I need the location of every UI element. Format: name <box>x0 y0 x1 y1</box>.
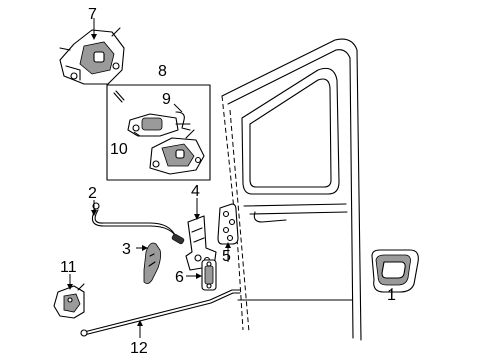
lock-actuator-kit-box <box>106 84 211 181</box>
lock-cable <box>91 202 185 245</box>
door-striker <box>201 259 217 291</box>
callout-4: 4 <box>191 183 200 200</box>
callout-11: 11 <box>60 259 77 276</box>
callout-8: 8 <box>158 63 167 80</box>
leader-lines <box>67 18 393 338</box>
callout-3: 3 <box>122 241 131 258</box>
lower-lock-rod <box>80 289 241 337</box>
callout-10: 10 <box>110 141 128 158</box>
inner-latch <box>149 129 205 175</box>
callout-12: 12 <box>130 340 148 357</box>
sliding-door-panel <box>221 38 362 341</box>
callout-7: 7 <box>88 6 97 23</box>
callout-2: 2 <box>88 185 97 202</box>
lock-actuator <box>127 113 191 137</box>
callout-5: 5 <box>222 248 231 265</box>
callout-9: 9 <box>162 91 171 108</box>
handle-pad <box>143 242 162 284</box>
striker-plate <box>217 203 239 245</box>
callout-1: 1 <box>387 287 396 304</box>
outside-handle <box>371 249 419 293</box>
callout-6: 6 <box>175 269 184 286</box>
rear-latch-assembly <box>59 27 125 85</box>
lower-latch <box>53 283 85 319</box>
